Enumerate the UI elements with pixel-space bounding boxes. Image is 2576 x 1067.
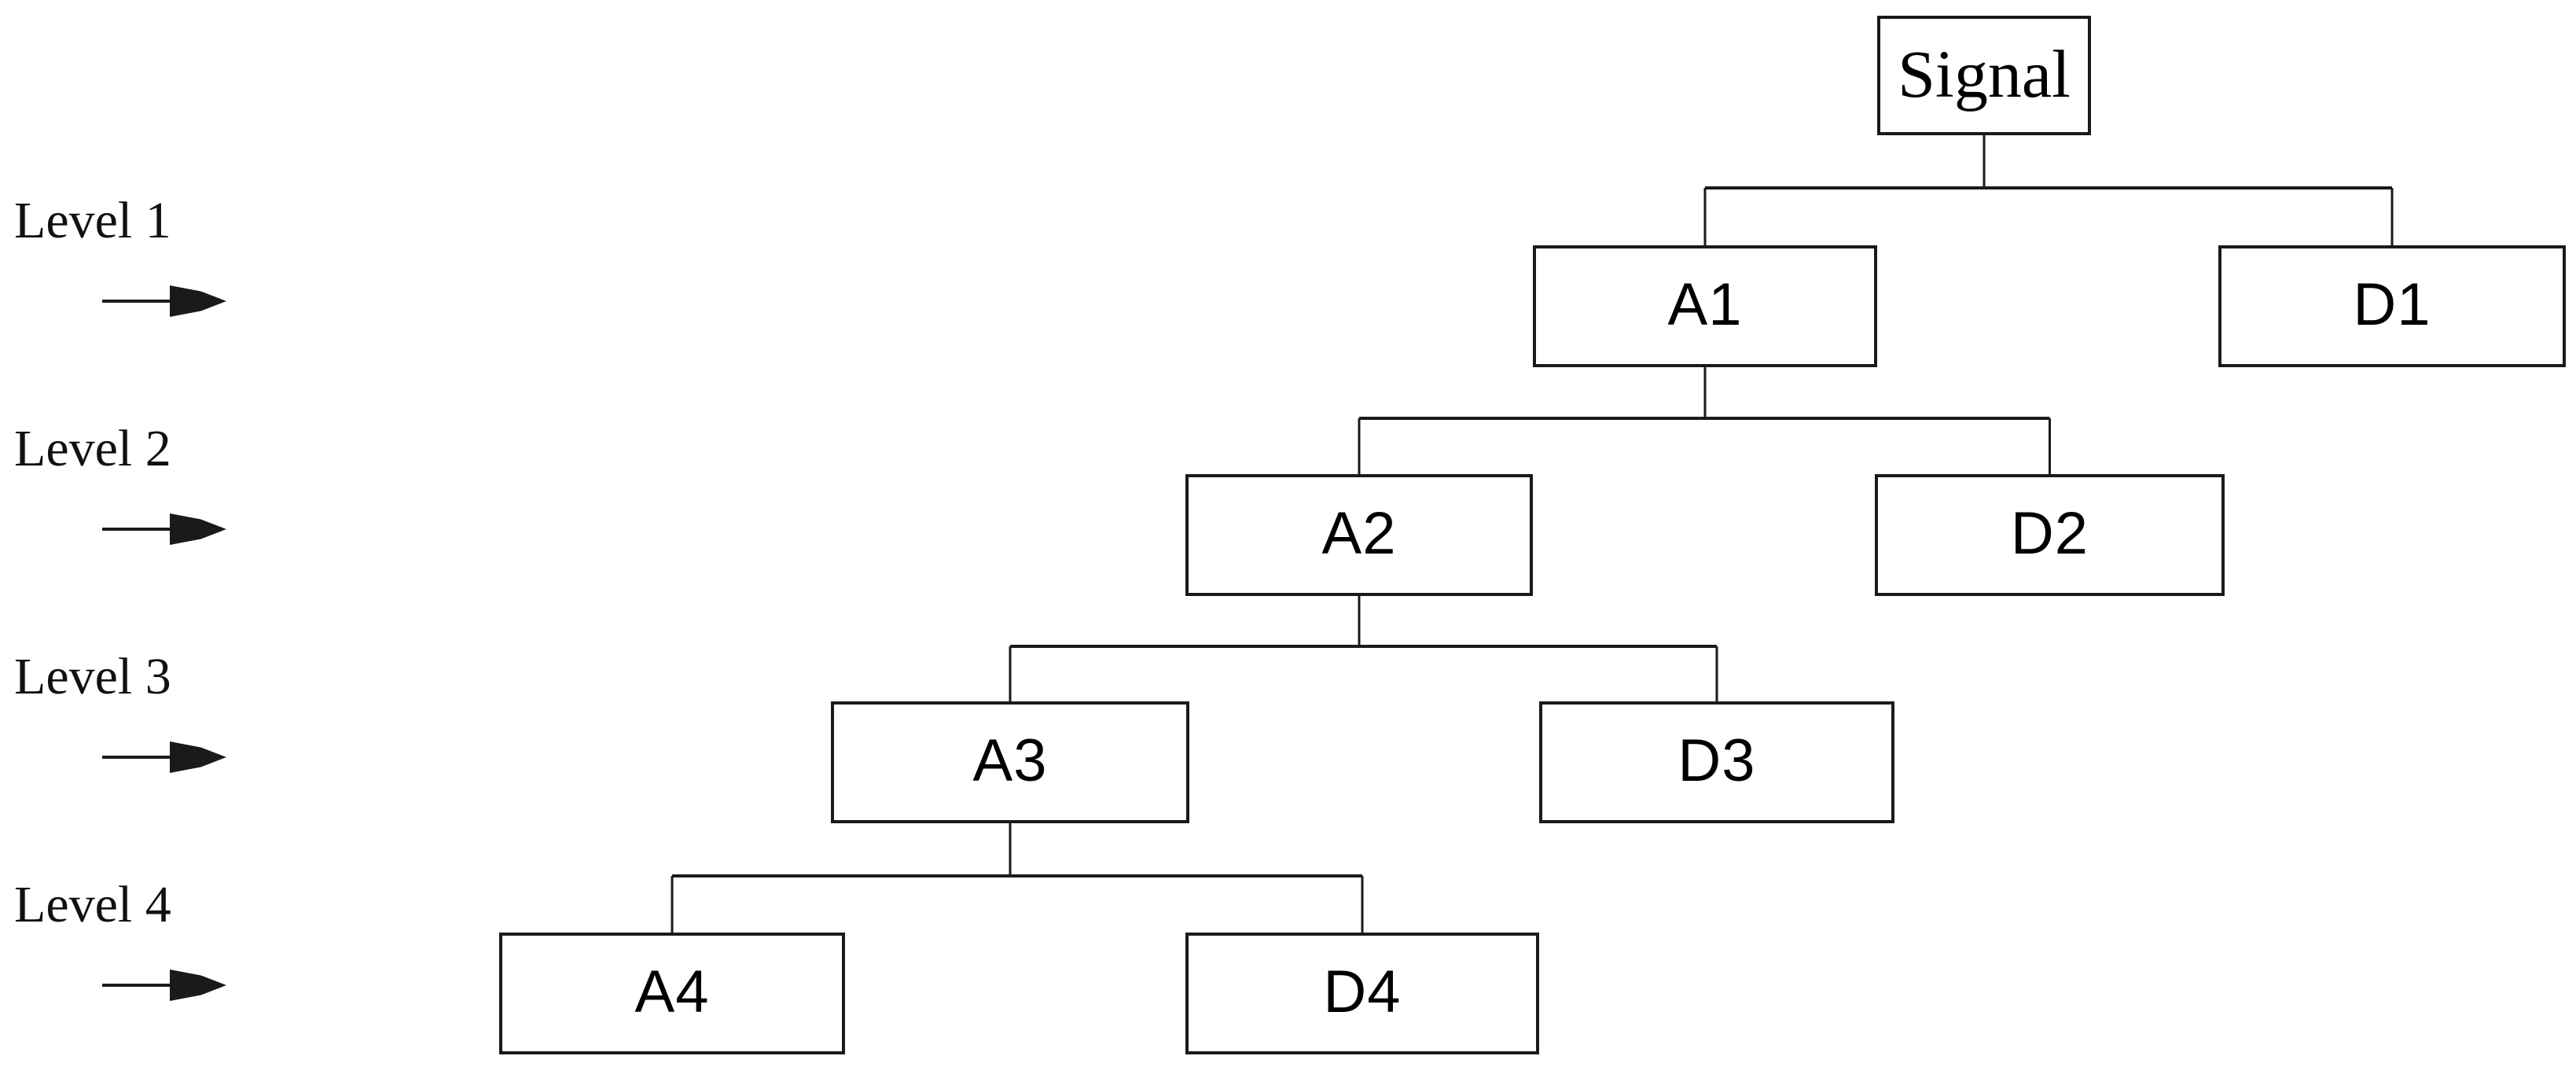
node-d4-label: D4 (1323, 958, 1402, 1025)
node-a1-label: A1 (1667, 270, 1743, 338)
node-a2-label: A2 (1321, 499, 1397, 567)
node-d3-label: D3 (1678, 727, 1756, 794)
level-label-4: Level 4 (14, 876, 171, 933)
node-d1[interactable]: D1 (2218, 245, 2566, 367)
arrow-head-icon-1 (170, 285, 226, 317)
node-d2-label: D2 (2010, 499, 2089, 567)
level-label-3: Level 3 (14, 648, 171, 705)
level-label-2: Level 2 (14, 420, 171, 477)
arrow-head-icon-2 (170, 513, 226, 545)
tree-connectors (671, 135, 2394, 933)
node-a3-label: A3 (972, 727, 1048, 794)
node-a4[interactable]: A4 (499, 933, 845, 1054)
node-signal[interactable]: Signal (1877, 16, 2091, 135)
node-a3[interactable]: A3 (831, 701, 1189, 823)
arrow-head-icon-3 (170, 741, 226, 773)
node-a4-label: A4 (634, 958, 710, 1025)
node-a2[interactable]: A2 (1185, 474, 1533, 596)
node-d4[interactable]: D4 (1185, 933, 1539, 1054)
node-signal-label: Signal (1898, 36, 2071, 112)
node-d1-label: D1 (2353, 270, 2431, 338)
arrow-head-icon-4 (170, 969, 226, 1001)
node-d3[interactable]: D3 (1539, 701, 1894, 823)
node-d2[interactable]: D2 (1875, 474, 2225, 596)
level-label-1: Level 1 (14, 192, 171, 249)
level-arrows (102, 285, 226, 1001)
node-a1[interactable]: A1 (1533, 245, 1877, 367)
